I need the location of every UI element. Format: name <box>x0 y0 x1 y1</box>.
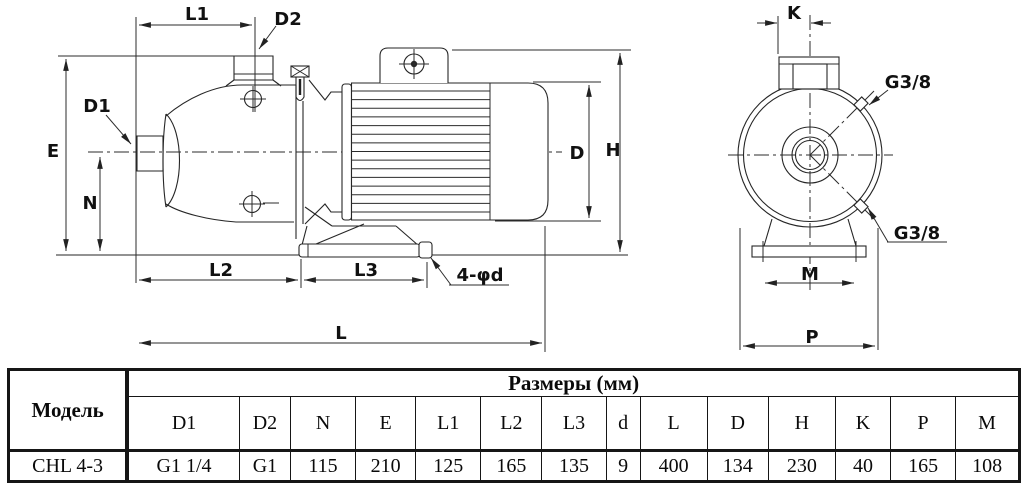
col-header-d2: D2 <box>238 396 292 451</box>
value-l3: 135 <box>541 449 607 482</box>
column-header-row: D1 D2 N E L1 L2 L3 d L D H K P M <box>9 396 1020 451</box>
dimension-table: Модель Размеры (мм) D1 D2 N E L1 L2 L3 d… <box>7 368 1021 483</box>
dimension-label-g38-top: G3/8 <box>885 72 931 93</box>
adapter-bottom <box>304 203 342 225</box>
table-row: CHL 4-3 G1 1/4 G1 115 210 125 165 135 9 … <box>8 449 1020 482</box>
dimension-label-bolt-holes: 4-φd <box>457 265 504 286</box>
dimension-label-g38-bottom: G3/8 <box>894 223 940 244</box>
value-l: 400 <box>639 449 708 482</box>
value-d-cap: 134 <box>706 449 769 482</box>
motor-fins <box>351 90 490 213</box>
side-dimensions: E N L1 D2 D1 L2 L3 L <box>47 4 631 352</box>
pump-technical-drawing: E N L1 D2 D1 L2 L3 L <box>47 3 947 352</box>
plug-boss-top <box>853 96 869 112</box>
dimension-label-n: N <box>82 193 97 214</box>
col-header-l: L <box>639 396 708 451</box>
dimension-label-l1: L1 <box>185 4 209 25</box>
dimension-label-e: E <box>47 141 59 162</box>
dimension-label-p: P <box>805 327 818 348</box>
outlet-port <box>225 55 282 87</box>
value-h: 230 <box>767 449 836 482</box>
discharge-port-front <box>778 56 840 90</box>
value-l1: 125 <box>415 449 482 482</box>
model-value-cell: CHL 4-3 <box>8 449 130 482</box>
dimension-label-h: H <box>605 140 620 161</box>
pump-front-view: K G3/8 G3/8 M P <box>728 3 947 350</box>
front-dimensions: K G3/8 G3/8 M P <box>739 3 947 350</box>
casing-bolt-bottom <box>239 191 265 217</box>
motor-flange <box>341 83 353 221</box>
plug-boss-bottom <box>853 198 869 214</box>
dimension-label-k: K <box>787 3 802 24</box>
foot-bolt-tab <box>418 241 433 259</box>
value-l2: 165 <box>480 449 543 482</box>
motor <box>341 47 549 221</box>
col-header-l1: L1 <box>415 396 482 451</box>
pump-casing <box>136 55 342 239</box>
front-foot <box>751 218 867 262</box>
value-n: 115 <box>289 449 357 482</box>
value-m: 108 <box>955 449 1020 482</box>
dimension-label-l2: L2 <box>209 260 233 281</box>
dimension-label-d: D <box>570 143 585 164</box>
priming-plug <box>290 65 310 102</box>
col-header-l2: L2 <box>480 396 543 451</box>
adapter-top <box>308 79 342 101</box>
dimension-label-d1: D1 <box>83 96 110 117</box>
col-header-p: P <box>890 396 957 451</box>
pump-side-view: E N L1 D2 D1 L2 L3 L <box>47 4 631 352</box>
col-header-n: N <box>289 396 357 451</box>
value-d1: G1 1/4 <box>126 449 240 482</box>
motor-lug <box>379 47 449 83</box>
front-centerline-diag <box>809 90 875 220</box>
col-header-d-cap: D <box>706 396 769 451</box>
col-header-m: M <box>955 396 1020 451</box>
col-header-d1: D1 <box>126 396 240 451</box>
dimension-label-l3: L3 <box>354 260 378 281</box>
dimension-label-m: M <box>801 264 819 285</box>
value-d2: G1 <box>238 449 292 482</box>
col-header-k: K <box>834 396 892 451</box>
dimension-label-d2: D2 <box>274 9 301 30</box>
col-header-e: E <box>355 396 417 451</box>
col-header-d: d <box>605 396 641 451</box>
casing-bolt-top <box>240 86 266 112</box>
dimension-label-l: L <box>335 323 346 344</box>
value-k: 40 <box>834 449 892 482</box>
sizes-header-cell: Размеры (мм) <box>126 369 1020 397</box>
col-header-l3: L3 <box>541 396 607 451</box>
col-header-h: H <box>767 396 836 451</box>
model-header-cell: Модель <box>8 369 130 451</box>
value-e: 210 <box>355 449 417 482</box>
support-foot <box>298 206 433 259</box>
value-d-small: 9 <box>605 449 641 482</box>
value-p: 165 <box>890 449 957 482</box>
inlet-port <box>136 135 164 172</box>
